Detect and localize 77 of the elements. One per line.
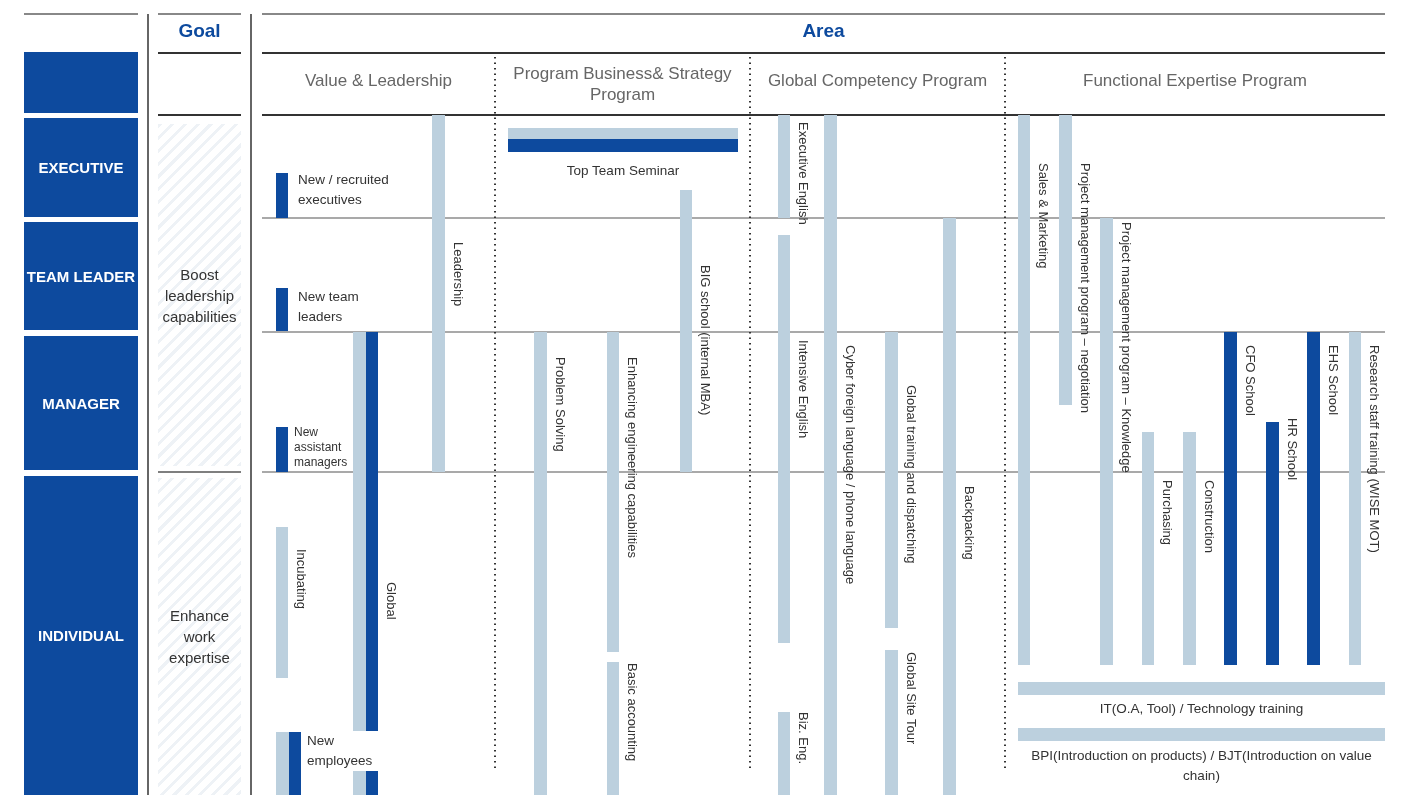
- level-label: TEAM LEADER: [26, 267, 136, 285]
- program-bar: [943, 218, 956, 795]
- program-label: Cyber foreign language / phone language: [843, 345, 857, 585]
- program-bar: [508, 139, 738, 152]
- program-label: Basic accounting: [625, 663, 639, 762]
- level-box: [24, 336, 138, 470]
- program-bar: [1100, 218, 1113, 665]
- program-label: Project management program – negotiation: [1078, 163, 1092, 414]
- program-bar: [1059, 115, 1072, 405]
- level-box: [24, 222, 138, 330]
- program-label: Leadership: [451, 242, 465, 307]
- program-label: IT(O.A, Tool) / Technology training: [1098, 700, 1305, 718]
- header-box: [24, 52, 138, 113]
- program-bar: [885, 650, 898, 795]
- program-bar: [1349, 332, 1361, 665]
- program-label: Global Site Tour: [904, 652, 918, 745]
- program-label: HR School: [1285, 418, 1299, 481]
- level-label: MANAGER: [42, 394, 120, 412]
- program-label: Intensive English: [796, 340, 810, 439]
- program-bar: [289, 732, 301, 795]
- column-header: Functional Expertise Program: [1082, 70, 1308, 91]
- program-bar: [534, 332, 547, 795]
- program-bar: [1266, 422, 1279, 665]
- program-bar: [276, 732, 289, 795]
- program-label: Incubating: [294, 549, 308, 609]
- program-bar: [432, 115, 445, 472]
- program-label: Global training and dispatching: [904, 385, 918, 564]
- program-bar: [1183, 432, 1196, 665]
- level-box: [24, 118, 138, 217]
- program-label: Executive English: [796, 122, 810, 225]
- program-bar: [276, 527, 288, 678]
- program-label: Backpacking: [962, 486, 976, 560]
- program-bar: [276, 288, 288, 331]
- program-label: Global: [384, 582, 398, 620]
- program-label: New / recruited executives: [298, 171, 390, 209]
- program-label: Sales & Marketing: [1036, 163, 1050, 269]
- program-bar: [680, 190, 692, 472]
- program-bar: [1018, 115, 1030, 665]
- program-bar: [276, 427, 288, 472]
- program-bar: [508, 128, 738, 139]
- program-bar: [276, 173, 288, 218]
- program-label: Biz. Eng.: [796, 712, 810, 765]
- program-label: New assistant managers: [294, 425, 349, 470]
- program-label: Construction: [1202, 480, 1216, 553]
- program-label: Purchasing: [1160, 480, 1174, 546]
- program-label: Problem Solving: [553, 357, 567, 452]
- program-label: EHS School: [1326, 345, 1340, 416]
- program-bar: [1018, 682, 1385, 695]
- level-label: INDIVIDUAL: [38, 627, 124, 644]
- program-label: Research staff training (WISE MOT): [1367, 345, 1381, 553]
- program-bar: [885, 332, 898, 628]
- column-header: Value & Leadership: [303, 70, 454, 91]
- program-bar: [607, 662, 619, 795]
- program-bar: [824, 115, 837, 795]
- program-label: BPI(Introduction on products) / BJT(Introduction on value chain): [1030, 747, 1373, 785]
- program-bar: [1142, 432, 1154, 665]
- program-label: New team leaders: [298, 288, 360, 326]
- program-label: Project management program – Knowledge: [1119, 222, 1133, 473]
- goal-header: Goal: [177, 20, 222, 42]
- program-bar: [778, 115, 790, 218]
- area-header: Area: [801, 20, 846, 42]
- program-label: Enhancing engineering capabilities: [625, 357, 639, 558]
- level-label: EXECUTIVE: [38, 159, 124, 176]
- program-bar: [778, 235, 790, 643]
- column-header: Global Competency Program: [766, 70, 989, 91]
- program-bar: [778, 712, 790, 795]
- program-bar: [1018, 728, 1385, 741]
- program-bar: [1307, 332, 1320, 665]
- goal-text: Boost leadership capabilities: [161, 264, 238, 327]
- program-label: CFO School: [1243, 345, 1257, 416]
- column-header: Program Business& Strategy Program: [512, 63, 733, 105]
- program-label: BIG school (internal MBA): [698, 265, 712, 416]
- level-box: [24, 476, 138, 795]
- program-label: Top Team Seminar: [565, 162, 681, 180]
- program-bar: [607, 332, 619, 652]
- program-bar: [1224, 332, 1237, 665]
- goal-text: Enhance work expertise: [168, 606, 231, 668]
